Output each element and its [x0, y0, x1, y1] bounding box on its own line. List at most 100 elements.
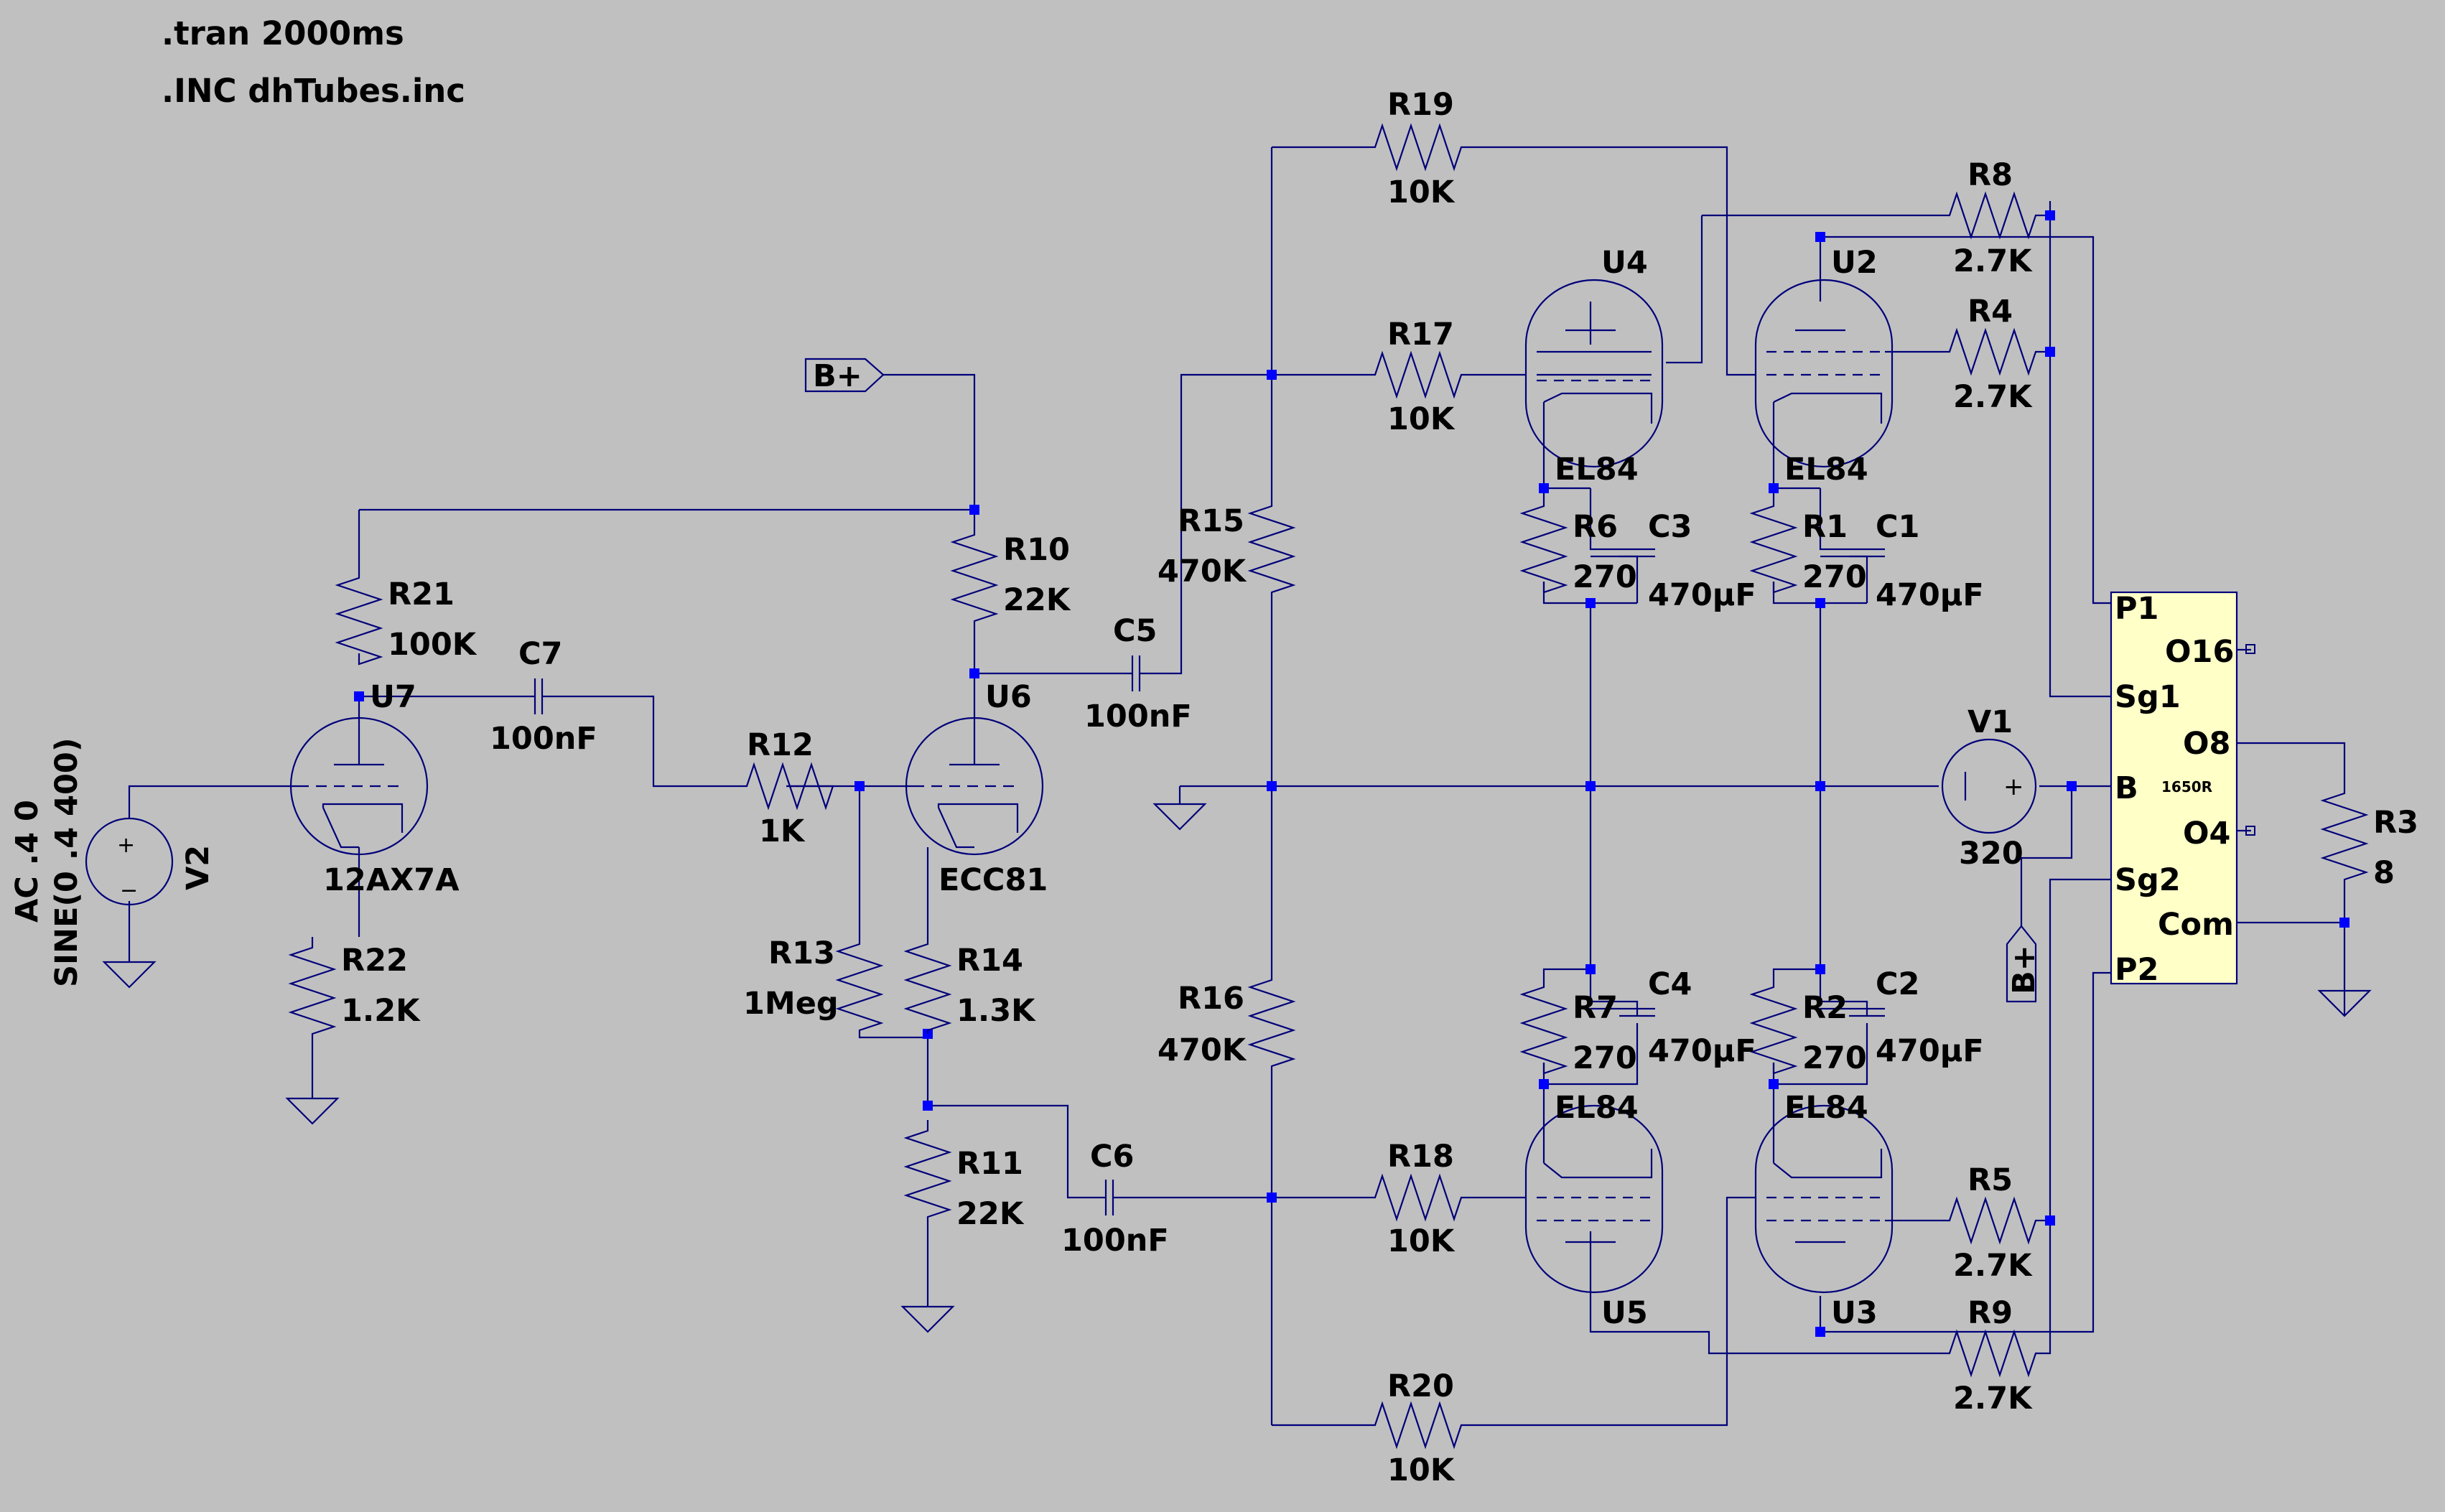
- tube-U3[interactable]: [1754, 1104, 1894, 1294]
- v2-value1: AC .4 0: [9, 800, 45, 923]
- capacitor-C3[interactable]: [1619, 548, 1655, 558]
- r13-name: R13: [768, 935, 835, 971]
- r20-name: R20: [1387, 1368, 1454, 1404]
- voltage-source-V2[interactable]: + −: [85, 817, 174, 906]
- junctions: [354, 210, 2349, 1337]
- svg-text:+: +: [117, 833, 135, 858]
- capacitor-C4[interactable]: [1619, 1007, 1655, 1017]
- resistor-R13[interactable]: [835, 933, 884, 1034]
- r14-value: 1.3K: [956, 993, 1036, 1029]
- resistor-R17[interactable]: [1371, 350, 1465, 399]
- resistor-R11[interactable]: [903, 1120, 952, 1221]
- c6-value: 100nF: [1061, 1223, 1169, 1259]
- resistor-R12[interactable]: [736, 762, 834, 811]
- tube-U5[interactable]: [1524, 1104, 1664, 1294]
- r2-value: 270: [1802, 1040, 1867, 1076]
- tube-U6[interactable]: [905, 717, 1044, 856]
- r7-value: 270: [1573, 1040, 1637, 1076]
- c4-value: 470µF: [1648, 1033, 1756, 1069]
- pin-Sg1: Sg1: [2115, 679, 2181, 715]
- tube-U2[interactable]: [1754, 279, 1894, 468]
- transformer-model: 1650R: [2161, 778, 2212, 795]
- tube-U7[interactable]: [289, 717, 429, 856]
- resistor-R3[interactable]: [2320, 783, 2369, 883]
- r9-value: 2.7K: [1953, 1381, 2033, 1417]
- r2-name: R2: [1802, 990, 1848, 1026]
- v2-value2: SINE(0 .4 400): [49, 737, 85, 987]
- r21-value: 100K: [388, 627, 478, 663]
- resistor-R20[interactable]: [1371, 1401, 1465, 1450]
- r6-name: R6: [1573, 509, 1618, 545]
- r18-name: R18: [1387, 1139, 1454, 1175]
- c3-name: C3: [1648, 509, 1692, 545]
- svg-text:B+: B+: [2006, 945, 2042, 994]
- capacitor-C6[interactable]: [1091, 1180, 1127, 1215]
- v1-name: V1: [1967, 704, 2013, 740]
- c2-value: 470µF: [1876, 1033, 1984, 1069]
- resistor-R7[interactable]: [1519, 984, 1568, 1075]
- c5-value: 100nF: [1084, 699, 1192, 734]
- r17-value: 10K: [1387, 401, 1456, 437]
- capacitor-C1[interactable]: [1849, 548, 1885, 558]
- resistor-R9[interactable]: [1942, 1329, 2043, 1378]
- u3-model: EL84: [1784, 1090, 1868, 1126]
- r11-value: 22K: [956, 1196, 1025, 1232]
- r4-name: R4: [1967, 294, 2013, 330]
- r1-name: R1: [1802, 509, 1848, 545]
- r11-name: R11: [956, 1146, 1023, 1182]
- resistor-R10[interactable]: [950, 524, 999, 625]
- capacitor-C2[interactable]: [1849, 1007, 1885, 1017]
- u4-name: U4: [1601, 245, 1648, 281]
- resistor-R16[interactable]: [1247, 969, 1296, 1070]
- resistor-R21[interactable]: [335, 567, 383, 666]
- resistor-R6[interactable]: [1519, 503, 1568, 594]
- u5-model: EL84: [1555, 1090, 1639, 1126]
- r17-name: R17: [1387, 317, 1454, 353]
- c3-value: 470µF: [1648, 577, 1756, 613]
- u2-name: U2: [1831, 245, 1878, 281]
- u3-name: U3: [1831, 1295, 1878, 1331]
- net-label-bplus-top[interactable]: B+: [804, 358, 885, 394]
- capacitor-C7[interactable]: [521, 678, 556, 714]
- r6-value: 270: [1573, 559, 1637, 595]
- resistor-R2[interactable]: [1749, 984, 1798, 1075]
- resistor-R14[interactable]: [903, 933, 952, 1034]
- voltage-source-V1[interactable]: +: [1941, 738, 2037, 834]
- resistor-R18[interactable]: [1371, 1173, 1465, 1222]
- resistor-R8[interactable]: [1942, 191, 2043, 240]
- resistor-R1[interactable]: [1749, 503, 1798, 594]
- v1-value: 320: [1959, 836, 2023, 872]
- r10-name: R10: [1003, 532, 1070, 568]
- u6-model: ECC81: [939, 862, 1048, 898]
- svg-text:−: −: [120, 878, 138, 903]
- capacitor-C5[interactable]: [1118, 655, 1154, 691]
- r10-value: 22K: [1003, 582, 1071, 618]
- c4-name: C4: [1648, 966, 1692, 1002]
- resistor-R4[interactable]: [1942, 327, 2043, 376]
- r9-name: R9: [1967, 1295, 2013, 1331]
- resistor-R22[interactable]: [288, 937, 337, 1073]
- resistor-R19[interactable]: [1371, 123, 1465, 172]
- resistor-R5[interactable]: [1942, 1196, 2043, 1245]
- u2-model: EL84: [1784, 452, 1868, 487]
- tran-directive[interactable]: .tran 2000ms: [162, 14, 404, 52]
- pin-Sg2: Sg2: [2115, 862, 2181, 898]
- u7-model: 12AX7A: [323, 862, 460, 898]
- r12-value: 1K: [759, 813, 806, 849]
- tube-U4[interactable]: [1524, 279, 1664, 468]
- r21-name: R21: [388, 577, 455, 612]
- include-directive[interactable]: .INC dhTubes.inc: [162, 72, 465, 110]
- c7-value: 100nF: [490, 721, 597, 757]
- r15-name: R15: [1178, 503, 1244, 539]
- resistor-R15[interactable]: [1247, 495, 1296, 596]
- pin-Com: Com: [2158, 907, 2234, 943]
- r3-value: 8: [2373, 855, 2395, 891]
- output-transformer[interactable]: P1 O16 Sg1 O8 B 1650R O4 Sg2 Com P2: [2110, 591, 2255, 988]
- r5-value: 2.7K: [1953, 1248, 2033, 1284]
- net-label-bplus-right[interactable]: B+: [2006, 925, 2042, 1003]
- r8-value: 2.7K: [1953, 243, 2033, 279]
- r13-value: 1Meg: [743, 986, 839, 1022]
- r12-name: R12: [747, 727, 814, 763]
- pin-O4: O4: [2183, 816, 2230, 851]
- r1-value: 270: [1802, 559, 1867, 595]
